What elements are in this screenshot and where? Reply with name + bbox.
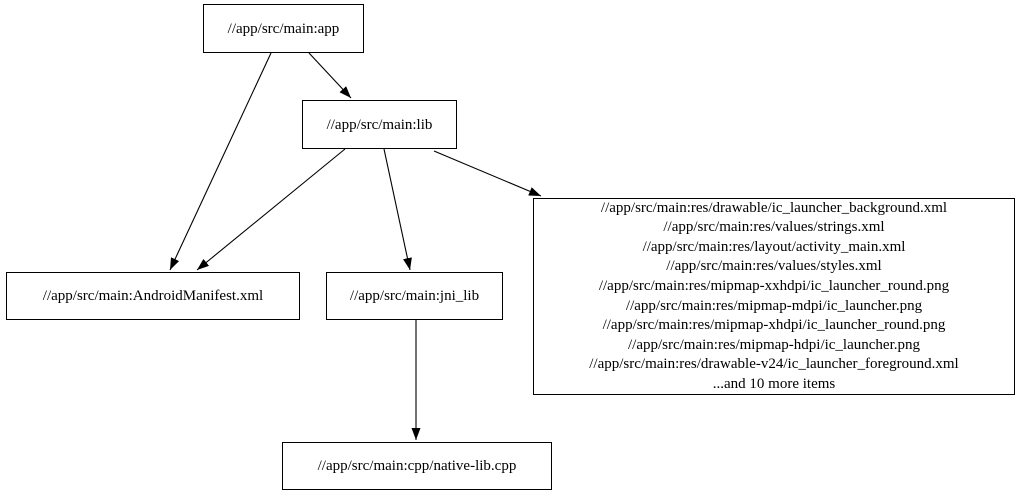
resource-line: //app/src/main:res/mipmap-hdpi/ic_launch… (627, 336, 920, 353)
node-app-label: //app/src/main:app (227, 20, 340, 37)
node-native-lib-cpp-label: //app/src/main:cpp/native-lib.cpp (317, 458, 517, 474)
resource-line: //app/src/main:res/drawable/ic_launcher_… (600, 199, 948, 216)
node-jni-lib-label: //app/src/main:jni_lib (349, 288, 480, 304)
node-android-manifest: //app/src/main:AndroidManifest.xml (6, 272, 300, 320)
node-lib: //app/src/main:lib (302, 100, 457, 149)
resource-line: //app/src/main:res/layout/activity_main.… (642, 238, 906, 255)
node-jni-lib: //app/src/main:jni_lib (326, 272, 503, 320)
edge-app-to-lib (308, 52, 352, 99)
edge-app-to-manifest (169, 52, 272, 271)
node-native-lib-cpp: //app/src/main:cpp/native-lib.cpp (282, 442, 552, 490)
resource-line: //app/src/main:res/values/strings.xml (663, 219, 885, 236)
edge-lib-to-manifest (196, 148, 346, 271)
node-android-manifest-label: //app/src/main:AndroidManifest.xml (42, 288, 264, 304)
resource-line: //app/src/main:res/values/styles.xml (666, 258, 882, 275)
node-lib-label: //app/src/main:lib (326, 116, 433, 133)
edge-lib-to-jni-lib (383, 148, 412, 271)
resource-line: //app/src/main:res/mipmap-mdpi/ic_launch… (625, 297, 923, 314)
resource-line-more: ...and 10 more items (712, 375, 836, 392)
node-app: //app/src/main:app (203, 4, 364, 53)
resource-line: //app/src/main:res/drawable-v24/ic_launc… (589, 356, 959, 373)
edge-lib-to-resources (433, 150, 542, 197)
node-resources-group: //app/src/main:res/drawable/ic_launcher_… (533, 198, 1015, 395)
resource-line: //app/src/main:res/mipmap-xhdpi/ic_launc… (602, 317, 946, 334)
resource-line: //app/src/main:res/mipmap-xxhdpi/ic_laun… (598, 277, 950, 294)
